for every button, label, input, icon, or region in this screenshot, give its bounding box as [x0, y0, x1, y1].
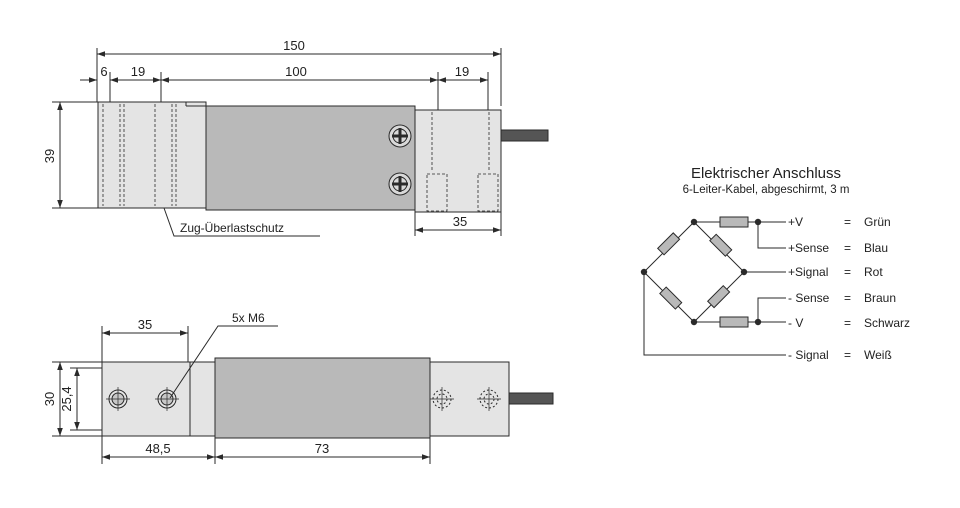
- screw-icon: [388, 172, 412, 196]
- side-cable: [500, 129, 549, 142]
- wire-color: Rot: [864, 265, 883, 279]
- dim-19-right: 19: [455, 64, 469, 79]
- wire-color: Grün: [864, 215, 891, 229]
- wire-signal: +Sense: [788, 241, 829, 255]
- dim-73: 73: [315, 441, 329, 456]
- connection-title: Elektrischer Anschluss: [691, 165, 841, 182]
- wire-sep: =: [844, 348, 851, 362]
- wire-signal: - V: [788, 316, 803, 330]
- side-right-block: [414, 109, 502, 213]
- top-cable: [508, 392, 554, 405]
- dim-48-5: 48,5: [145, 441, 170, 456]
- overload-label: Zug-Überlastschutz: [180, 221, 284, 235]
- side-view-labels: 150 6 19 100 19 39 35 Zug-Überlastschutz: [42, 38, 469, 235]
- dim-35-side: 35: [453, 214, 467, 229]
- wire-color: Weiß: [864, 348, 892, 362]
- top-view-labels: 35 5x M6 30 25,4 48,5 73: [42, 311, 329, 456]
- mounting-hole-icon: [106, 387, 130, 411]
- wire-color: Schwarz: [864, 316, 910, 330]
- wire-sep: =: [844, 265, 851, 279]
- wire-sep: =: [844, 291, 851, 305]
- dim-19-left: 19: [131, 64, 145, 79]
- dim-25-4: 25,4: [59, 386, 74, 411]
- wire-sep: =: [844, 241, 851, 255]
- top-view: [52, 325, 554, 464]
- dim-height-39: 39: [42, 149, 57, 163]
- mounting-hole-icon: [430, 387, 454, 411]
- dim-6: 6: [100, 64, 107, 79]
- wire-signal: +V: [788, 215, 803, 229]
- resistor-bottom: [719, 316, 749, 328]
- dim-total-150: 150: [283, 38, 305, 53]
- wiring-diagram: [640, 216, 786, 356]
- wire-sep: =: [844, 316, 851, 330]
- screw-icon: [388, 124, 412, 148]
- mounting-hole-icon: [477, 387, 501, 411]
- dim-30: 30: [42, 392, 57, 406]
- connection-subtitle: 6-Leiter-Kabel, abgeschirmt, 3 m: [683, 184, 850, 196]
- wire-color: Braun: [864, 291, 896, 305]
- side-left-block: [97, 101, 207, 209]
- wiring-labels: Elektrischer Anschluss 6-Leiter-Kabel, a…: [683, 165, 910, 362]
- wire-signal: - Signal: [788, 348, 829, 362]
- wire-signal: +Signal: [788, 265, 828, 279]
- wire-signal: - Sense: [788, 291, 830, 305]
- side-view: [52, 48, 549, 237]
- thread-label: 5x M6: [232, 311, 265, 325]
- wire-sep: =: [844, 215, 851, 229]
- dim-100: 100: [285, 64, 307, 79]
- resistor-top: [719, 216, 749, 228]
- side-body: [205, 105, 416, 211]
- dim-35-top: 35: [138, 317, 152, 332]
- mounting-hole-icon: [155, 387, 179, 411]
- top-body: [214, 357, 431, 439]
- wire-color: Blau: [864, 241, 888, 255]
